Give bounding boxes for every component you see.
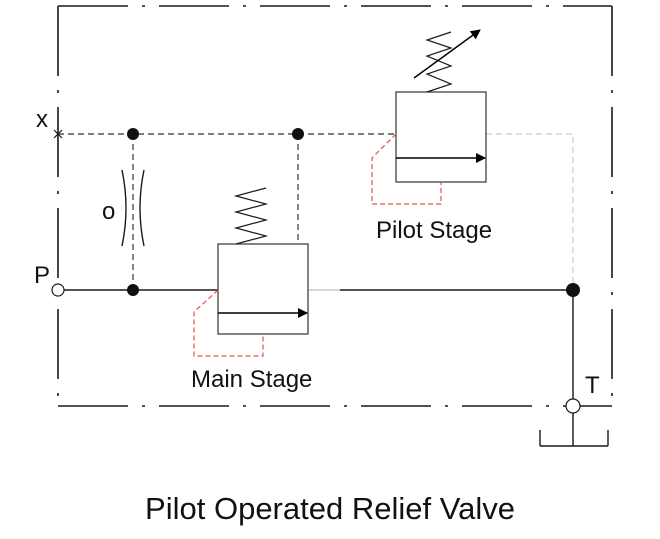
main-stage-label: Main Stage <box>191 366 312 393</box>
port-p-label: P <box>34 262 50 289</box>
junction-dot <box>292 128 304 140</box>
valve-envelope <box>57 5 613 407</box>
port-t-circle <box>565 398 581 414</box>
main-stage-drain <box>193 289 264 357</box>
main-lines <box>58 289 609 447</box>
adjustable-spring-arrow <box>413 29 481 79</box>
pilot-lines <box>58 133 396 290</box>
port-p-circle <box>51 283 65 297</box>
main-stage-valve-box <box>217 243 309 335</box>
junction-dot <box>127 284 139 296</box>
pilot-stage-valve-box <box>395 91 487 183</box>
diagram-caption: Pilot Operated Relief Valve <box>145 491 515 526</box>
orifice-symbol <box>121 169 145 247</box>
port-x-plug <box>53 129 63 139</box>
port-t-label: T <box>585 372 600 399</box>
main-stage-spring <box>233 187 269 245</box>
pilot-stage-drain <box>371 133 442 205</box>
junction-dots <box>127 128 580 297</box>
pilot-drain-line <box>486 133 574 290</box>
junction-dot <box>566 283 580 297</box>
junction-dot <box>127 128 139 140</box>
port-x-label: x <box>36 106 48 133</box>
orifice-label: o <box>102 198 115 225</box>
pilot-stage-label: Pilot Stage <box>376 217 492 244</box>
pilot-stage-spring <box>425 31 453 93</box>
